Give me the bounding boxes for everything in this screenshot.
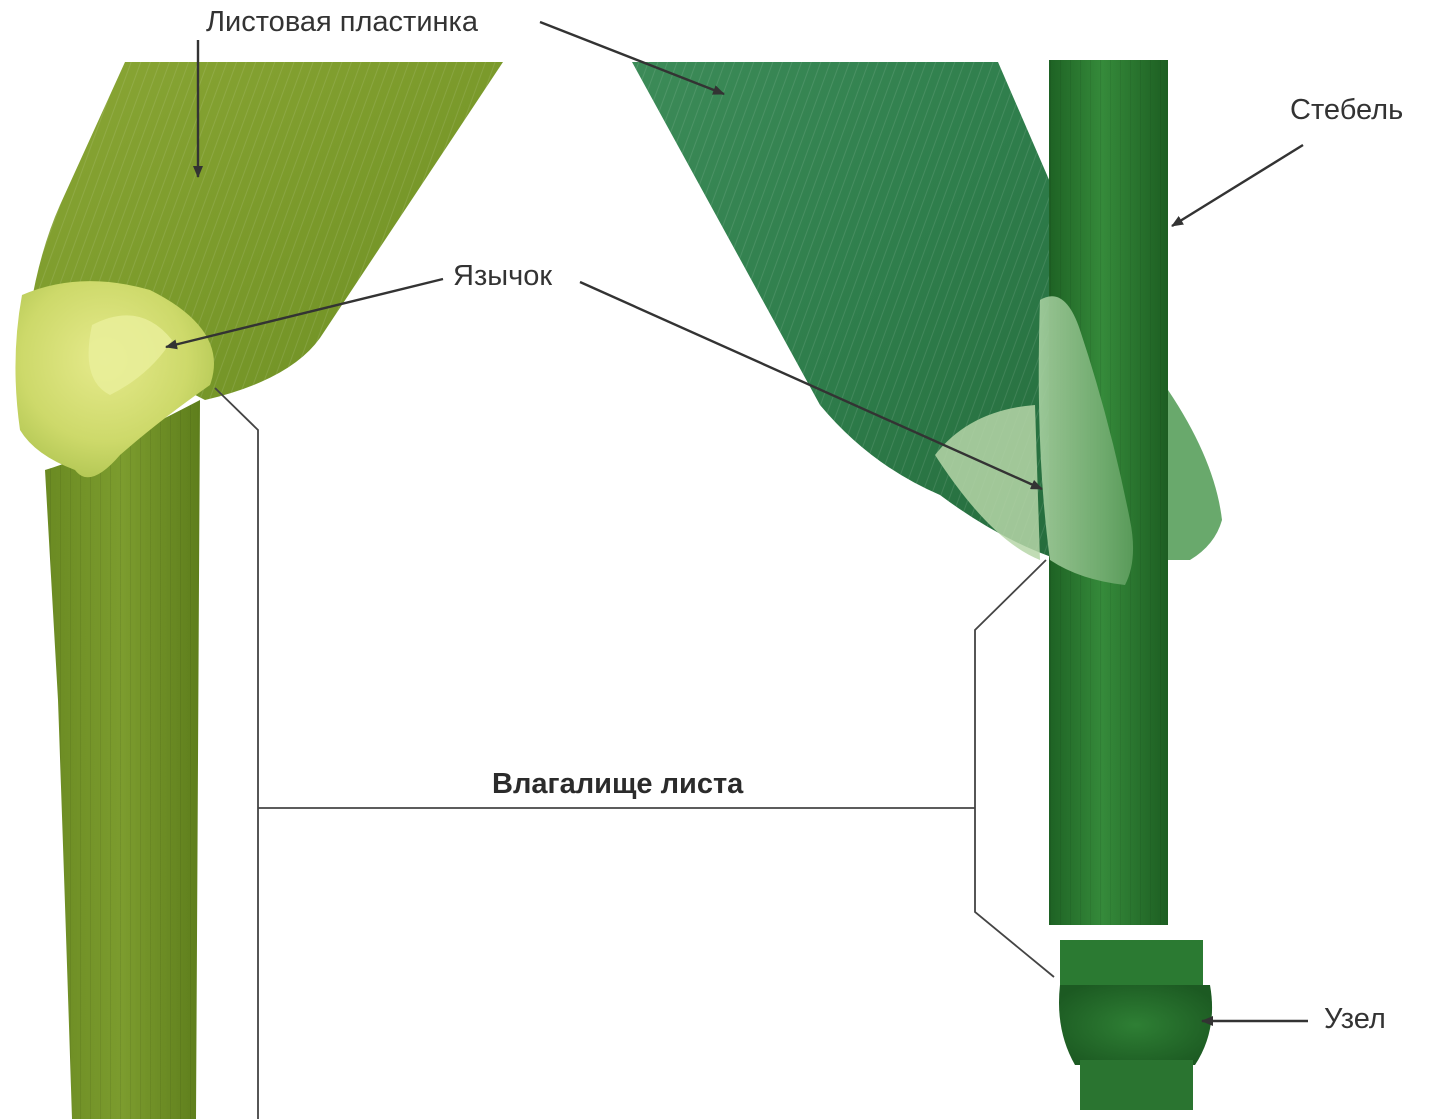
label-leaf-blade: Листовая пластинка xyxy=(206,8,478,37)
stem-node xyxy=(1059,985,1212,1065)
right-leaf-photo xyxy=(632,60,1222,1110)
stem-arrow xyxy=(1172,145,1303,226)
label-leaf-sheath: Влагалище листа xyxy=(492,770,743,799)
left-leaf-photo xyxy=(15,62,503,1119)
stem-base xyxy=(1080,1060,1193,1110)
label-stem: Стебель xyxy=(1290,96,1403,125)
sheath-bracket-left xyxy=(215,388,258,1119)
blade-arrow-right xyxy=(540,22,724,94)
sheath-bracket-right xyxy=(975,560,1054,977)
label-node: Узел xyxy=(1324,1005,1386,1034)
sheath-bracket xyxy=(215,388,1054,1119)
label-ligule: Язычок xyxy=(453,262,552,291)
